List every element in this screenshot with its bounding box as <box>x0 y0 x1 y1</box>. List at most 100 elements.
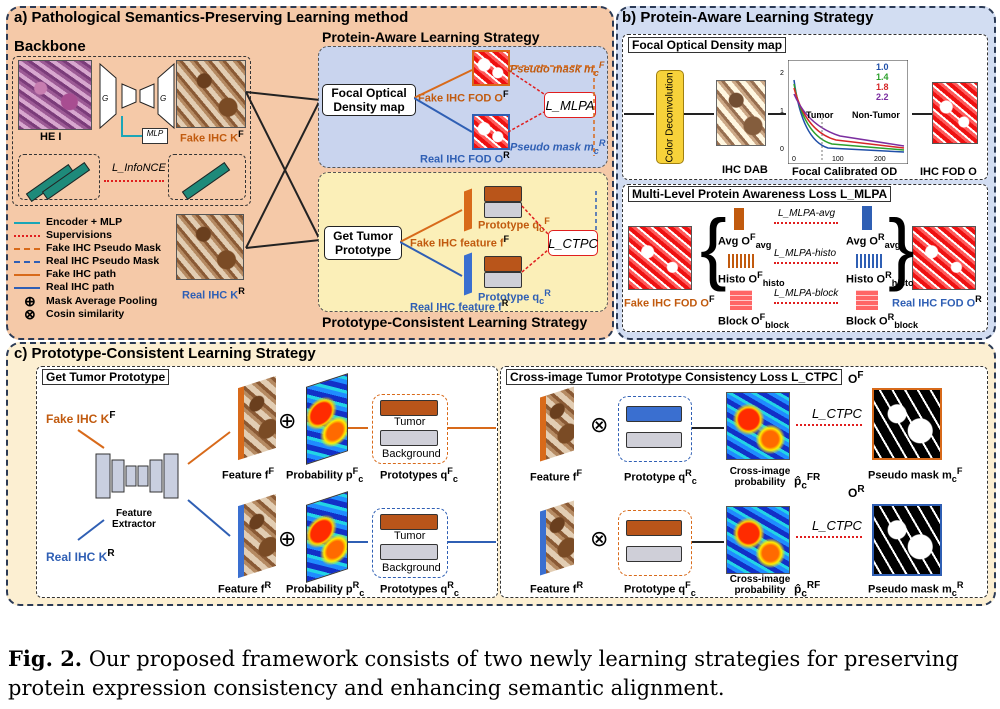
ihc-dab-image <box>716 80 766 146</box>
l-avg-label: L_MLPA-avg <box>778 208 836 219</box>
ctpc-feature-f <box>540 386 574 462</box>
fake-proto-2 <box>484 202 522 218</box>
background-f-label: Background <box>382 448 441 460</box>
ctpc-proto-f-box <box>618 510 692 576</box>
legend-swatch-fake-mask <box>14 248 40 250</box>
pseudo-mask-r-label: Pseudo mask mcR <box>868 580 964 598</box>
ihc-dab-label: IHC DAB <box>722 164 768 176</box>
histo-f-bars <box>728 254 754 268</box>
oplus-f-icon: ⊕ <box>278 408 297 433</box>
brace-right: } <box>888 203 915 292</box>
real-proto-2 <box>484 272 522 288</box>
fake-fod-label: Fake IHC FOD OF <box>418 89 509 105</box>
ctpc-proto-f-label: Prototype qFc <box>624 580 696 598</box>
otimes-icon: ⊗ <box>24 306 36 322</box>
ctpc-loss-f-label: L_CTPC <box>812 406 862 421</box>
calibrated-od-label: Focal Calibrated OD <box>792 166 898 178</box>
legend-supervision: Supervisions <box>46 229 112 241</box>
brace-left: { <box>700 203 727 292</box>
tumor-r-proto <box>380 514 438 530</box>
legend-fake-mask: Fake IHC Pseudo Mask <box>46 242 161 254</box>
panel-c-title: c) Prototype-Consistent Learning Strateg… <box>14 345 316 362</box>
prototypes-r-label: Prototypes qRc <box>380 580 459 598</box>
l-histo-label: L_MLPA-histo <box>774 248 837 259</box>
tick-y-2: 2 <box>780 70 784 77</box>
legend-swatch-real-mask <box>14 261 40 263</box>
oplus-r-icon: ⊕ <box>278 526 297 551</box>
feature-extractor-label: Feature Extractor <box>112 508 156 530</box>
avg-r-label: Avg ORavg <box>846 232 901 250</box>
tick-x-0: 0 <box>792 156 796 163</box>
legend-real-path: Real IHC path <box>46 281 115 293</box>
avg-r-bar <box>862 206 872 230</box>
curve-tumor-label: Tumor <box>806 110 834 120</box>
tick-x-100: 100 <box>832 156 844 163</box>
avg-f-bar <box>734 208 744 230</box>
oplus-icon: ⊕ <box>24 293 36 309</box>
real-feature-label: Real IHC feature fR <box>410 298 509 314</box>
legend-swatch-encoder <box>14 222 40 224</box>
tumor-f-proto <box>380 400 438 416</box>
fake-ihc-label: Fake IHC KF <box>180 129 244 145</box>
ctpc-proto-f-2 <box>626 546 682 562</box>
fake-patch-box <box>168 154 246 200</box>
of-label: OF <box>848 370 864 386</box>
caption-text: Our proposed framework consists of two n… <box>8 647 959 700</box>
pseudo-mask-r-label: Pseudo mask mcR <box>510 138 606 156</box>
legend-swatch-real-path <box>14 287 40 289</box>
c-fake-ihc-label: Fake IHC KF <box>46 410 116 426</box>
feature-extractor-icon <box>95 453 179 499</box>
pals-title: Protein-Aware Learning Strategy <box>322 29 540 45</box>
cross-prob-fr-label: Cross-image probability <box>729 466 791 488</box>
histo-f-label: Histo OFhisto <box>718 270 785 288</box>
fake-fod-b-label: Fake IHC FOD OF <box>624 294 715 310</box>
prototype-f-label: Prototype qcF <box>478 216 550 234</box>
block-r-label: Block ORblock <box>846 312 919 330</box>
avg-f-label: Avg OFavg <box>718 232 772 250</box>
prototypes-f-label: Prototypes qFc <box>380 466 458 484</box>
tick-y-0: 0 <box>780 146 784 153</box>
infonce-label: L_InfoNCE <box>112 162 166 174</box>
tick-x-200: 200 <box>874 156 886 163</box>
he-patches-box <box>18 154 100 200</box>
real-proto-1 <box>484 256 522 272</box>
real-ihc-label: Real IHC KR <box>182 286 245 302</box>
pseudo-mask-r-image <box>872 504 942 576</box>
real-fod-b-image <box>912 226 976 290</box>
fake-fod-b-image <box>628 226 692 290</box>
ihc-fod-image <box>932 82 978 144</box>
l-avg-arrow <box>774 222 838 224</box>
ctpc-feature-f-label: Feature fF <box>530 468 583 484</box>
he-image <box>18 60 92 130</box>
curve-legend-1: 1.0 <box>876 62 889 72</box>
legend-swatch-fake-path <box>14 274 40 276</box>
loss-title: Multi-Level Protein Awareness Loss L_MLP… <box>628 186 892 202</box>
legend-cosine: Cosin similarity <box>46 308 125 320</box>
prototypes-r-box <box>372 508 448 578</box>
real-ihc-image <box>176 214 244 280</box>
curve-legend-3: 1.8 <box>876 82 889 92</box>
fake-ihc-image <box>176 60 246 128</box>
tumor-r-label: Tumor <box>394 530 426 542</box>
figure-caption: Fig. 2. Our proposed framework consists … <box>8 644 998 703</box>
ctpc-proto-f-1 <box>626 520 682 536</box>
pcls-arrows <box>400 190 597 277</box>
legend-encoder: Encoder + MLP <box>46 216 123 228</box>
ctpc-feature-r <box>540 500 574 576</box>
or-label: OR <box>848 484 865 500</box>
probability-f-label: Probability pFc <box>286 466 364 484</box>
svg-text:G: G <box>102 94 108 103</box>
legend-map: Mask Average Pooling <box>46 295 158 307</box>
otimes-r-icon: ⊗ <box>590 526 609 551</box>
fod-box: Focal Optical Density map <box>322 84 416 116</box>
fake-fod-image <box>472 50 510 86</box>
ctpc-proto-r-label: Prototype qRc <box>624 468 697 486</box>
get-tumor-title: Get Tumor Prototype <box>42 369 170 385</box>
legend-real-mask: Real IHC Pseudo Mask <box>46 255 160 267</box>
feature-f-label: Feature fF <box>222 466 275 482</box>
cross-prob-fr-map <box>726 392 790 460</box>
infonce-arrow <box>104 180 164 182</box>
ctpc-loss-r-label: L_CTPC <box>812 518 862 533</box>
color-deconv-box: Color Deconvolution <box>656 70 684 164</box>
generator-diagram: G G <box>99 62 175 137</box>
